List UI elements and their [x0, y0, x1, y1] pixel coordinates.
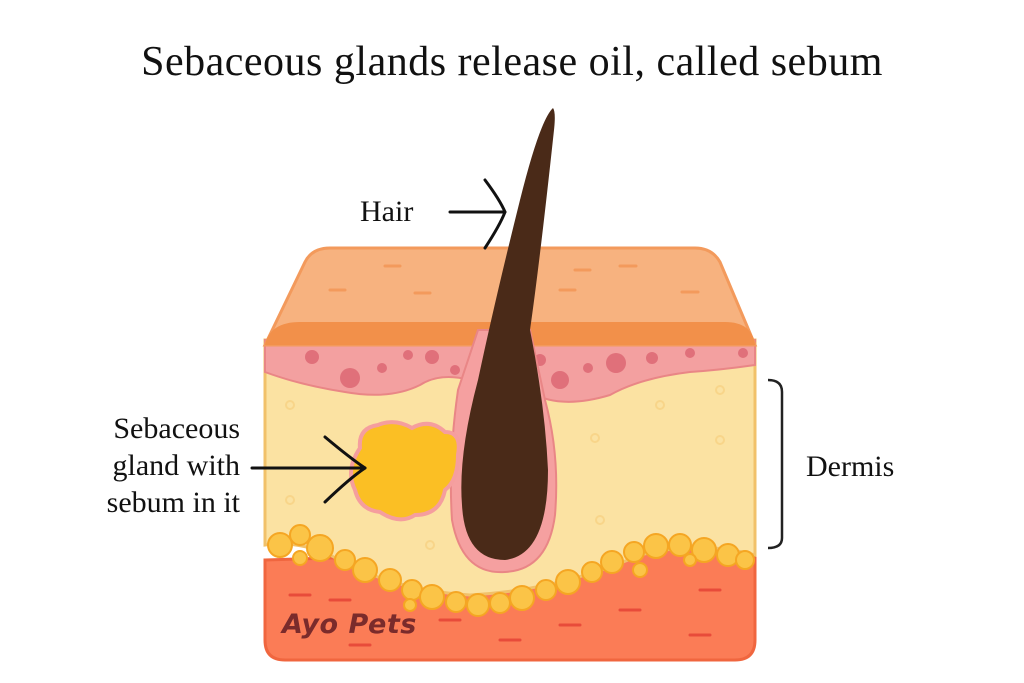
- dermis-dots: [285, 385, 725, 550]
- sebaceous-gland: [349, 420, 461, 522]
- sebaceous-gland-label: Sebaceous gland with sebum in it: [30, 410, 240, 521]
- hair-label: Hair: [360, 195, 414, 228]
- gland-arrow: [250, 435, 367, 504]
- dermis-bracket: [767, 378, 784, 550]
- dermis-label: Dermis: [806, 450, 895, 483]
- hair-shaft: [461, 108, 555, 560]
- epidermis-dashes: [328, 264, 700, 295]
- subcutis-streaks: [288, 588, 722, 647]
- fat-globules: [267, 524, 755, 617]
- gland-label-line-3: sebum in it: [106, 486, 240, 519]
- papillary-dots: [305, 348, 748, 389]
- gland-label-line-2: gland with: [112, 449, 241, 482]
- page-title: Sebaceous glands release oil, called seb…: [141, 39, 883, 85]
- gland-label-line-1: Sebaceous: [113, 412, 240, 445]
- brand-watermark: Ayo Pets: [282, 609, 417, 640]
- hair-arrow: [448, 178, 507, 250]
